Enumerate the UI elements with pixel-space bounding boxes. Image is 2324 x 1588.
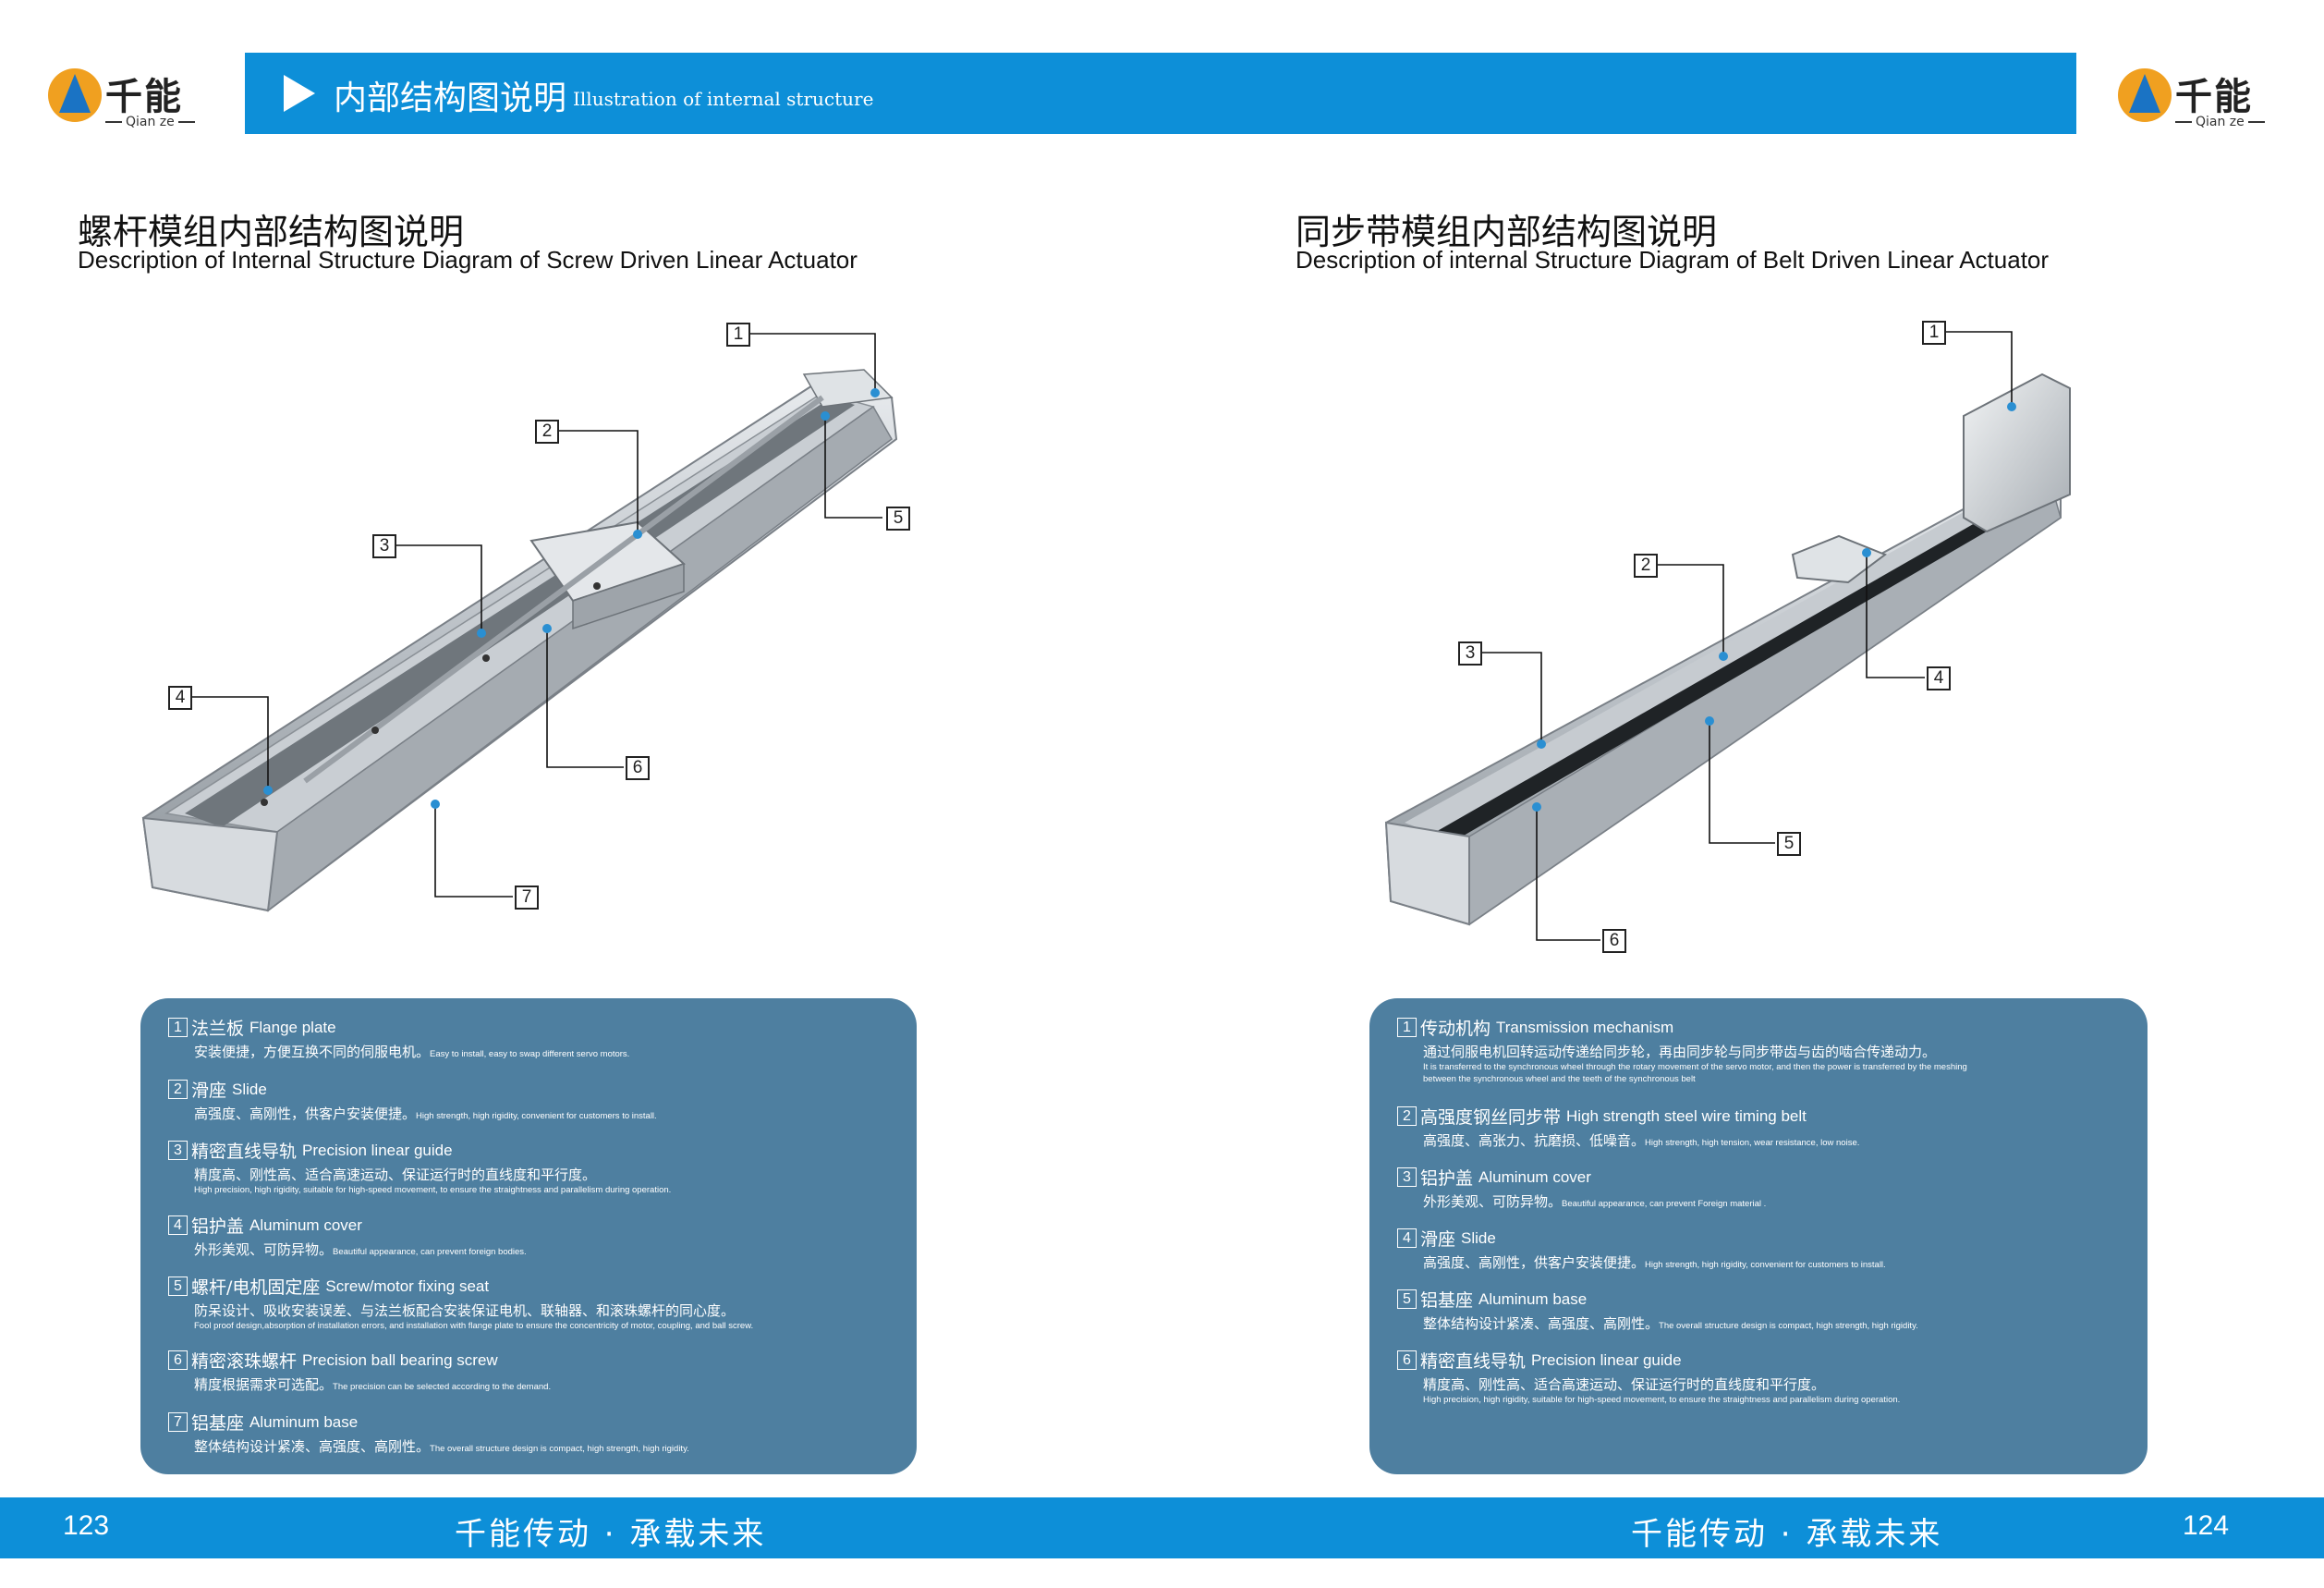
- callout-1: 1: [1922, 321, 1946, 345]
- callout-4: 4: [168, 686, 192, 710]
- header-bar: 内部结构图说明 Illustration of internal structu…: [245, 53, 2076, 134]
- slogan-left: 千能传动 · 承载未来: [455, 1516, 767, 1553]
- left-section-title-en: Description of Internal Structure Diagra…: [78, 246, 858, 274]
- callout-6: 6: [626, 756, 650, 780]
- belt-actuator-image: [1384, 373, 2071, 926]
- right-section-title-en: Description of internal Structure Diagra…: [1296, 246, 2050, 274]
- play-arrow-icon: [284, 75, 315, 112]
- company-logo-right: 千能 Qian ze: [2118, 57, 2266, 145]
- callout-3: 3: [372, 534, 396, 558]
- callout-2: 2: [1634, 554, 1658, 578]
- logo-sub: Qian ze: [2172, 115, 2269, 129]
- callout-5: 5: [1777, 832, 1801, 856]
- page-number-right: 124: [2183, 1510, 2230, 1541]
- page-number-left: 123: [63, 1510, 110, 1541]
- right-leader-lines: [1482, 331, 2013, 941]
- callout-4: 4: [1927, 666, 1951, 690]
- logo-sail-icon: [2129, 74, 2160, 113]
- logo-sub: Qian ze: [102, 115, 199, 129]
- footer-bar: 123 千能传动 · 承载未来 千能传动 · 承载未来 124: [0, 1497, 2324, 1558]
- callout-5: 5: [886, 507, 910, 531]
- header-title-cn: 内部结构图说明: [334, 79, 567, 117]
- logo-brand: 千能: [2175, 76, 2253, 118]
- callout-3: 3: [1458, 641, 1482, 666]
- left-section-title-cn: 螺杆模组内部结构图说明: [78, 212, 465, 252]
- slogan-right: 千能传动 · 承载未来: [1631, 1516, 1943, 1553]
- callout-1: 1: [726, 323, 750, 347]
- screw-actuator-image: [141, 369, 898, 912]
- callout-6: 6: [1602, 929, 1626, 953]
- callout-2: 2: [535, 420, 559, 444]
- company-logo-left: 千能 Qian ze: [48, 57, 196, 145]
- right-section-title-cn: 同步带模组内部结构图说明: [1296, 212, 1718, 252]
- left-marker-dots: [263, 388, 880, 809]
- logo-brand: 千能: [105, 76, 183, 118]
- header-title-en: Illustration of internal structure: [573, 88, 874, 110]
- left-leader-lines: [192, 333, 882, 898]
- callout-7: 7: [515, 886, 539, 910]
- right-marker-dots: [1532, 402, 2016, 812]
- logo-sail-icon: [59, 74, 91, 113]
